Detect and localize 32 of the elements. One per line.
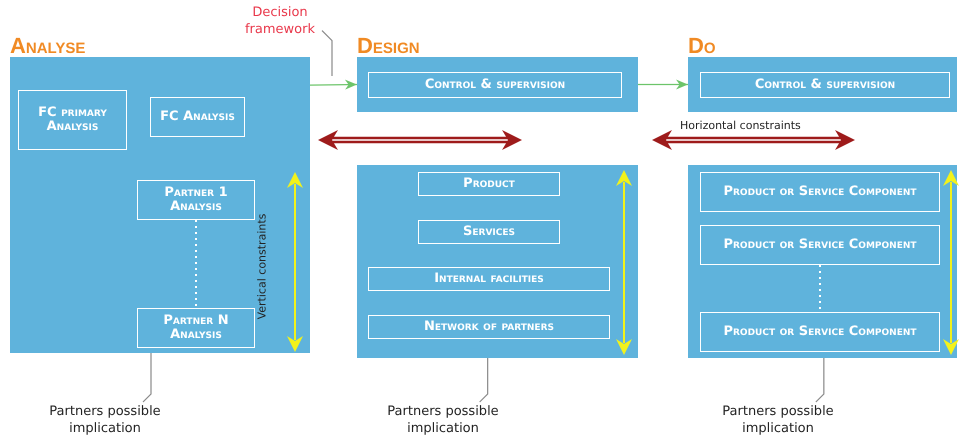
dotted-connector bbox=[195, 220, 197, 308]
leader-line bbox=[322, 30, 333, 76]
constraint-label: Vertical constraints bbox=[256, 212, 268, 322]
annotation-text: Decision framework bbox=[238, 4, 322, 42]
process-box: Partner 1 Analysis bbox=[137, 180, 255, 220]
process-box: Network of partners bbox=[368, 315, 610, 339]
leader-line bbox=[815, 358, 824, 402]
process-box: FC Analysis bbox=[150, 97, 245, 137]
process-box: Product or Service Component bbox=[700, 312, 940, 352]
annotation-text: Partners possible implication bbox=[368, 403, 518, 443]
process-box: Product bbox=[418, 172, 560, 196]
process-box: Product or Service Component bbox=[700, 225, 940, 265]
process-box: Services bbox=[418, 220, 560, 244]
process-box: Control & supervision bbox=[368, 72, 622, 98]
leader-line bbox=[479, 358, 488, 402]
process-box: FC primary Analysis bbox=[18, 90, 127, 150]
arrow bbox=[638, 80, 688, 90]
dotted-connector bbox=[819, 265, 821, 312]
process-box: Control & supervision bbox=[700, 72, 950, 98]
panel-background bbox=[688, 165, 957, 358]
annotation-text: Partners possible implication bbox=[30, 403, 180, 443]
leader-line bbox=[142, 353, 152, 402]
panel-heading: Analyse bbox=[10, 35, 86, 57]
process-box: Internal facilities bbox=[368, 267, 610, 291]
process-box: Partner N Analysis bbox=[137, 308, 255, 348]
constraint-label: Horizontal constraints bbox=[680, 119, 801, 132]
panel-heading: Do bbox=[688, 35, 716, 57]
process-box: Product or Service Component bbox=[700, 172, 940, 212]
arrow bbox=[310, 80, 357, 90]
panel-background bbox=[357, 165, 638, 358]
panel-heading: Design bbox=[357, 35, 420, 57]
annotation-text: Partners possible implication bbox=[703, 403, 853, 443]
